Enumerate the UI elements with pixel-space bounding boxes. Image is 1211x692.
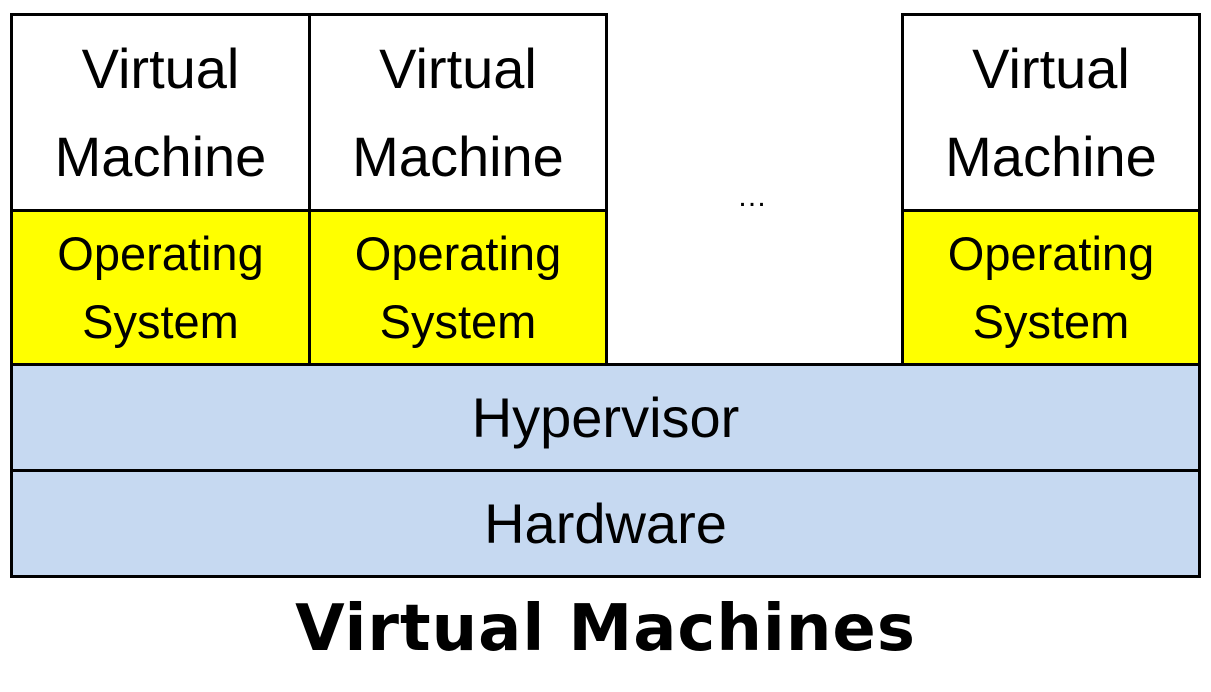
operating-system-2: Operating System	[308, 209, 608, 366]
hardware-layer: Hardware	[10, 469, 1201, 578]
diagram-caption: Virtual Machines	[295, 592, 916, 666]
virtual-machine-1: Virtual Machine	[10, 13, 311, 212]
operating-system-1: Operating System	[10, 209, 311, 366]
virtual-machine-3: Virtual Machine	[901, 13, 1201, 212]
hypervisor-layer: Hypervisor	[10, 363, 1201, 472]
os-1-label-line1: Operating	[57, 226, 264, 280]
virtual-machine-2: Virtual Machine	[308, 13, 608, 212]
os-2-label-line2: System	[379, 294, 537, 348]
operating-system-3: Operating System	[901, 209, 1201, 366]
vm-2-label-line1: Virtual	[379, 36, 537, 100]
os-3-label-line1: Operating	[947, 226, 1155, 280]
hypervisor-label: Hypervisor	[471, 386, 740, 449]
vm-3-label-line2: Machine	[945, 124, 1157, 188]
os-2-label-line1: Operating	[354, 226, 562, 280]
os-1-label-line2: System	[82, 294, 239, 348]
os-3-label-line2: System	[972, 294, 1130, 348]
vm-1-label-line1: Virtual	[81, 36, 240, 100]
hardware-label: Hardware	[484, 492, 727, 555]
vm-3-label-line1: Virtual	[972, 36, 1130, 100]
more-vms-ellipsis: …	[737, 180, 767, 213]
vm-2-label-line2: Machine	[352, 124, 564, 188]
vm-1-label-line2: Machine	[54, 124, 267, 188]
